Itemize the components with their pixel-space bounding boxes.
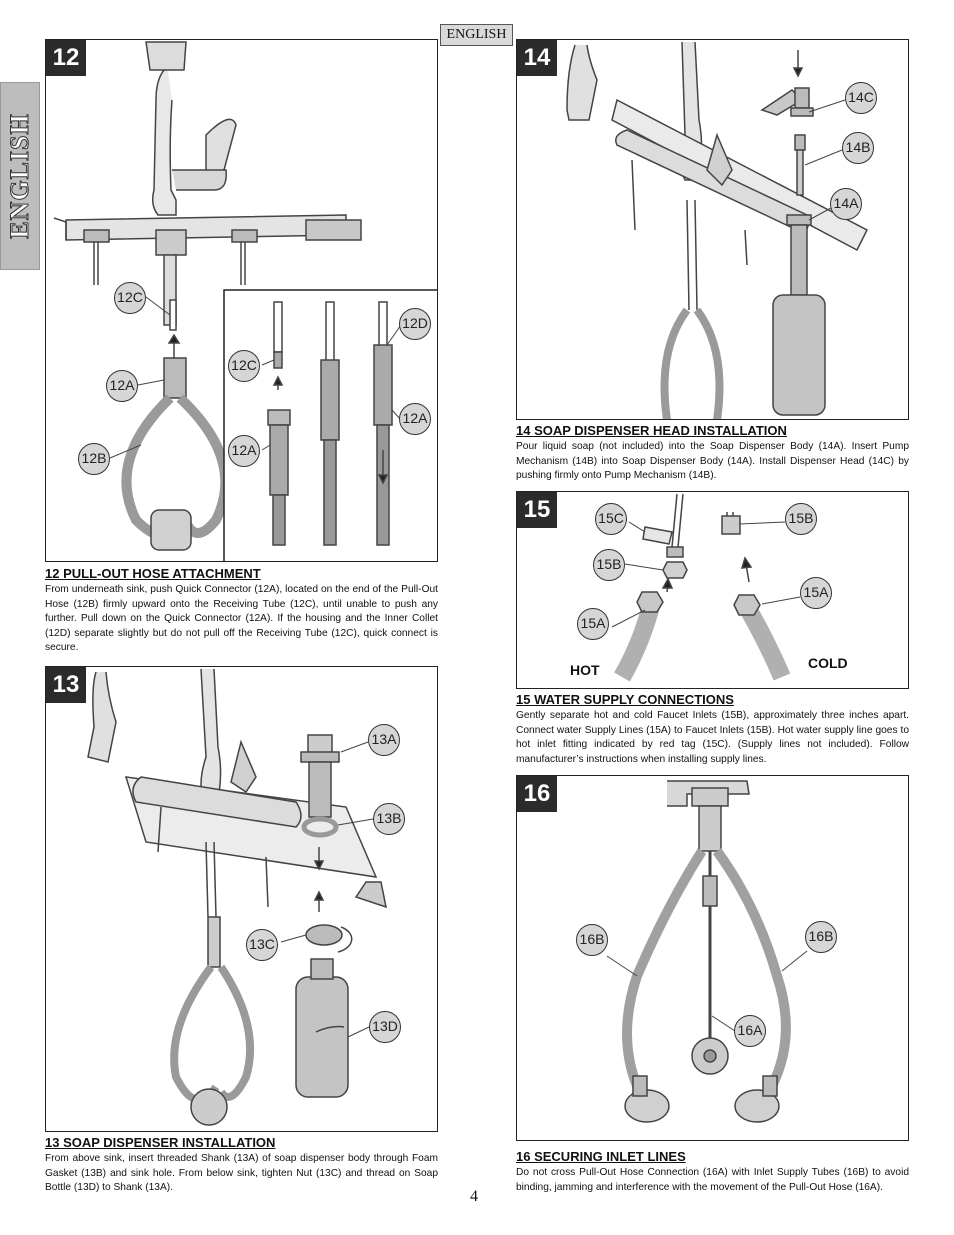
- step-12-drawing: [53, 41, 437, 561]
- side-tab-label: ENGLISH: [5, 113, 35, 240]
- callout-15b-right: 15B: [785, 503, 817, 535]
- step-16-illustration: 16 16B 16B 16A: [516, 775, 909, 1141]
- callout-15a-right: 15A: [800, 577, 832, 609]
- cold-label: COLD: [808, 655, 848, 671]
- callout-16b-left: 16B: [576, 924, 608, 956]
- callout-12a-inset-right: 12A: [399, 403, 431, 435]
- step-13-illustration: 13 13A 13B 13C 13D: [45, 666, 438, 1132]
- step-16-caption: 16 SECURING INLET LINES Do not cross Pul…: [516, 1149, 909, 1195]
- callout-14c: 14C: [845, 82, 877, 114]
- step-15-title: 15 WATER SUPPLY CONNECTIONS: [516, 692, 734, 707]
- step-15-text: Gently separate hot and cold Faucet Inle…: [516, 710, 909, 765]
- step-12-caption: 12 PULL-OUT HOSE ATTACHMENT From underne…: [45, 566, 438, 656]
- callout-13a: 13A: [368, 724, 400, 756]
- step-15-illustration: 15 15C 15B 15B 15A 15A HOT COLD: [516, 491, 909, 689]
- callout-14a: 14A: [830, 188, 862, 220]
- step-13-caption: 13 SOAP DISPENSER INSTALLATION From abov…: [45, 1135, 438, 1196]
- callout-15a-left: 15A: [577, 608, 609, 640]
- language-side-tab: ENGLISH: [0, 82, 40, 270]
- step-13-drawing: [87, 668, 387, 1126]
- callout-16a: 16A: [734, 1015, 766, 1047]
- step-16-number: 16: [517, 776, 557, 812]
- callout-12c: 12C: [114, 282, 146, 314]
- callout-12b: 12B: [78, 443, 110, 475]
- step-13-title: 13 SOAP DISPENSER INSTALLATION: [45, 1135, 276, 1150]
- callout-12c-inset: 12C: [228, 350, 260, 382]
- callout-16b-right: 16B: [805, 921, 837, 953]
- page-number: 4: [470, 1188, 478, 1205]
- step-12-number: 12: [46, 40, 86, 76]
- callout-15b-left: 15B: [593, 549, 625, 581]
- callout-12d: 12D: [399, 308, 431, 340]
- step-13-text: From above sink, insert threaded Shank (…: [45, 1153, 438, 1193]
- step-14-text: Pour liquid soap (not included) into the…: [516, 441, 909, 481]
- callout-12a: 12A: [106, 370, 138, 402]
- callout-13d: 13D: [369, 1011, 401, 1043]
- step-15-caption: 15 WATER SUPPLY CONNECTIONS Gently separ…: [516, 692, 909, 767]
- callout-12a-inset-left: 12A: [228, 435, 260, 467]
- step-12-title: 12 PULL-OUT HOSE ATTACHMENT: [45, 566, 261, 581]
- step-14-number: 14: [517, 40, 557, 76]
- step-14-caption: 14 SOAP DISPENSER HEAD INSTALLATION Pour…: [516, 423, 909, 484]
- hot-label: HOT: [570, 662, 600, 678]
- step-16-title: 16 SECURING INLET LINES: [516, 1149, 686, 1164]
- language-label-box: ENGLISH: [440, 24, 513, 46]
- callout-13b: 13B: [373, 803, 405, 835]
- step-14-title: 14 SOAP DISPENSER HEAD INSTALLATION: [516, 423, 787, 438]
- step-14-drawing: [566, 41, 869, 419]
- step-13-number: 13: [46, 667, 86, 703]
- step-14-illustration: 14 14C 14B 14A: [516, 39, 909, 420]
- step-12-illustration: 12 12C 12A 12B 12C 12D 12A 12A: [45, 39, 438, 562]
- callout-14b: 14B: [842, 132, 874, 164]
- callout-13c: 13C: [246, 929, 278, 961]
- step-12-text: From underneath sink, push Quick Connect…: [45, 584, 438, 653]
- step-15-drawing: [611, 493, 801, 682]
- step-16-text: Do not cross Pull-Out Hose Connection (1…: [516, 1167, 909, 1193]
- step-16-drawing: [606, 780, 808, 1123]
- step-15-number: 15: [517, 492, 557, 528]
- callout-15c: 15C: [595, 503, 627, 535]
